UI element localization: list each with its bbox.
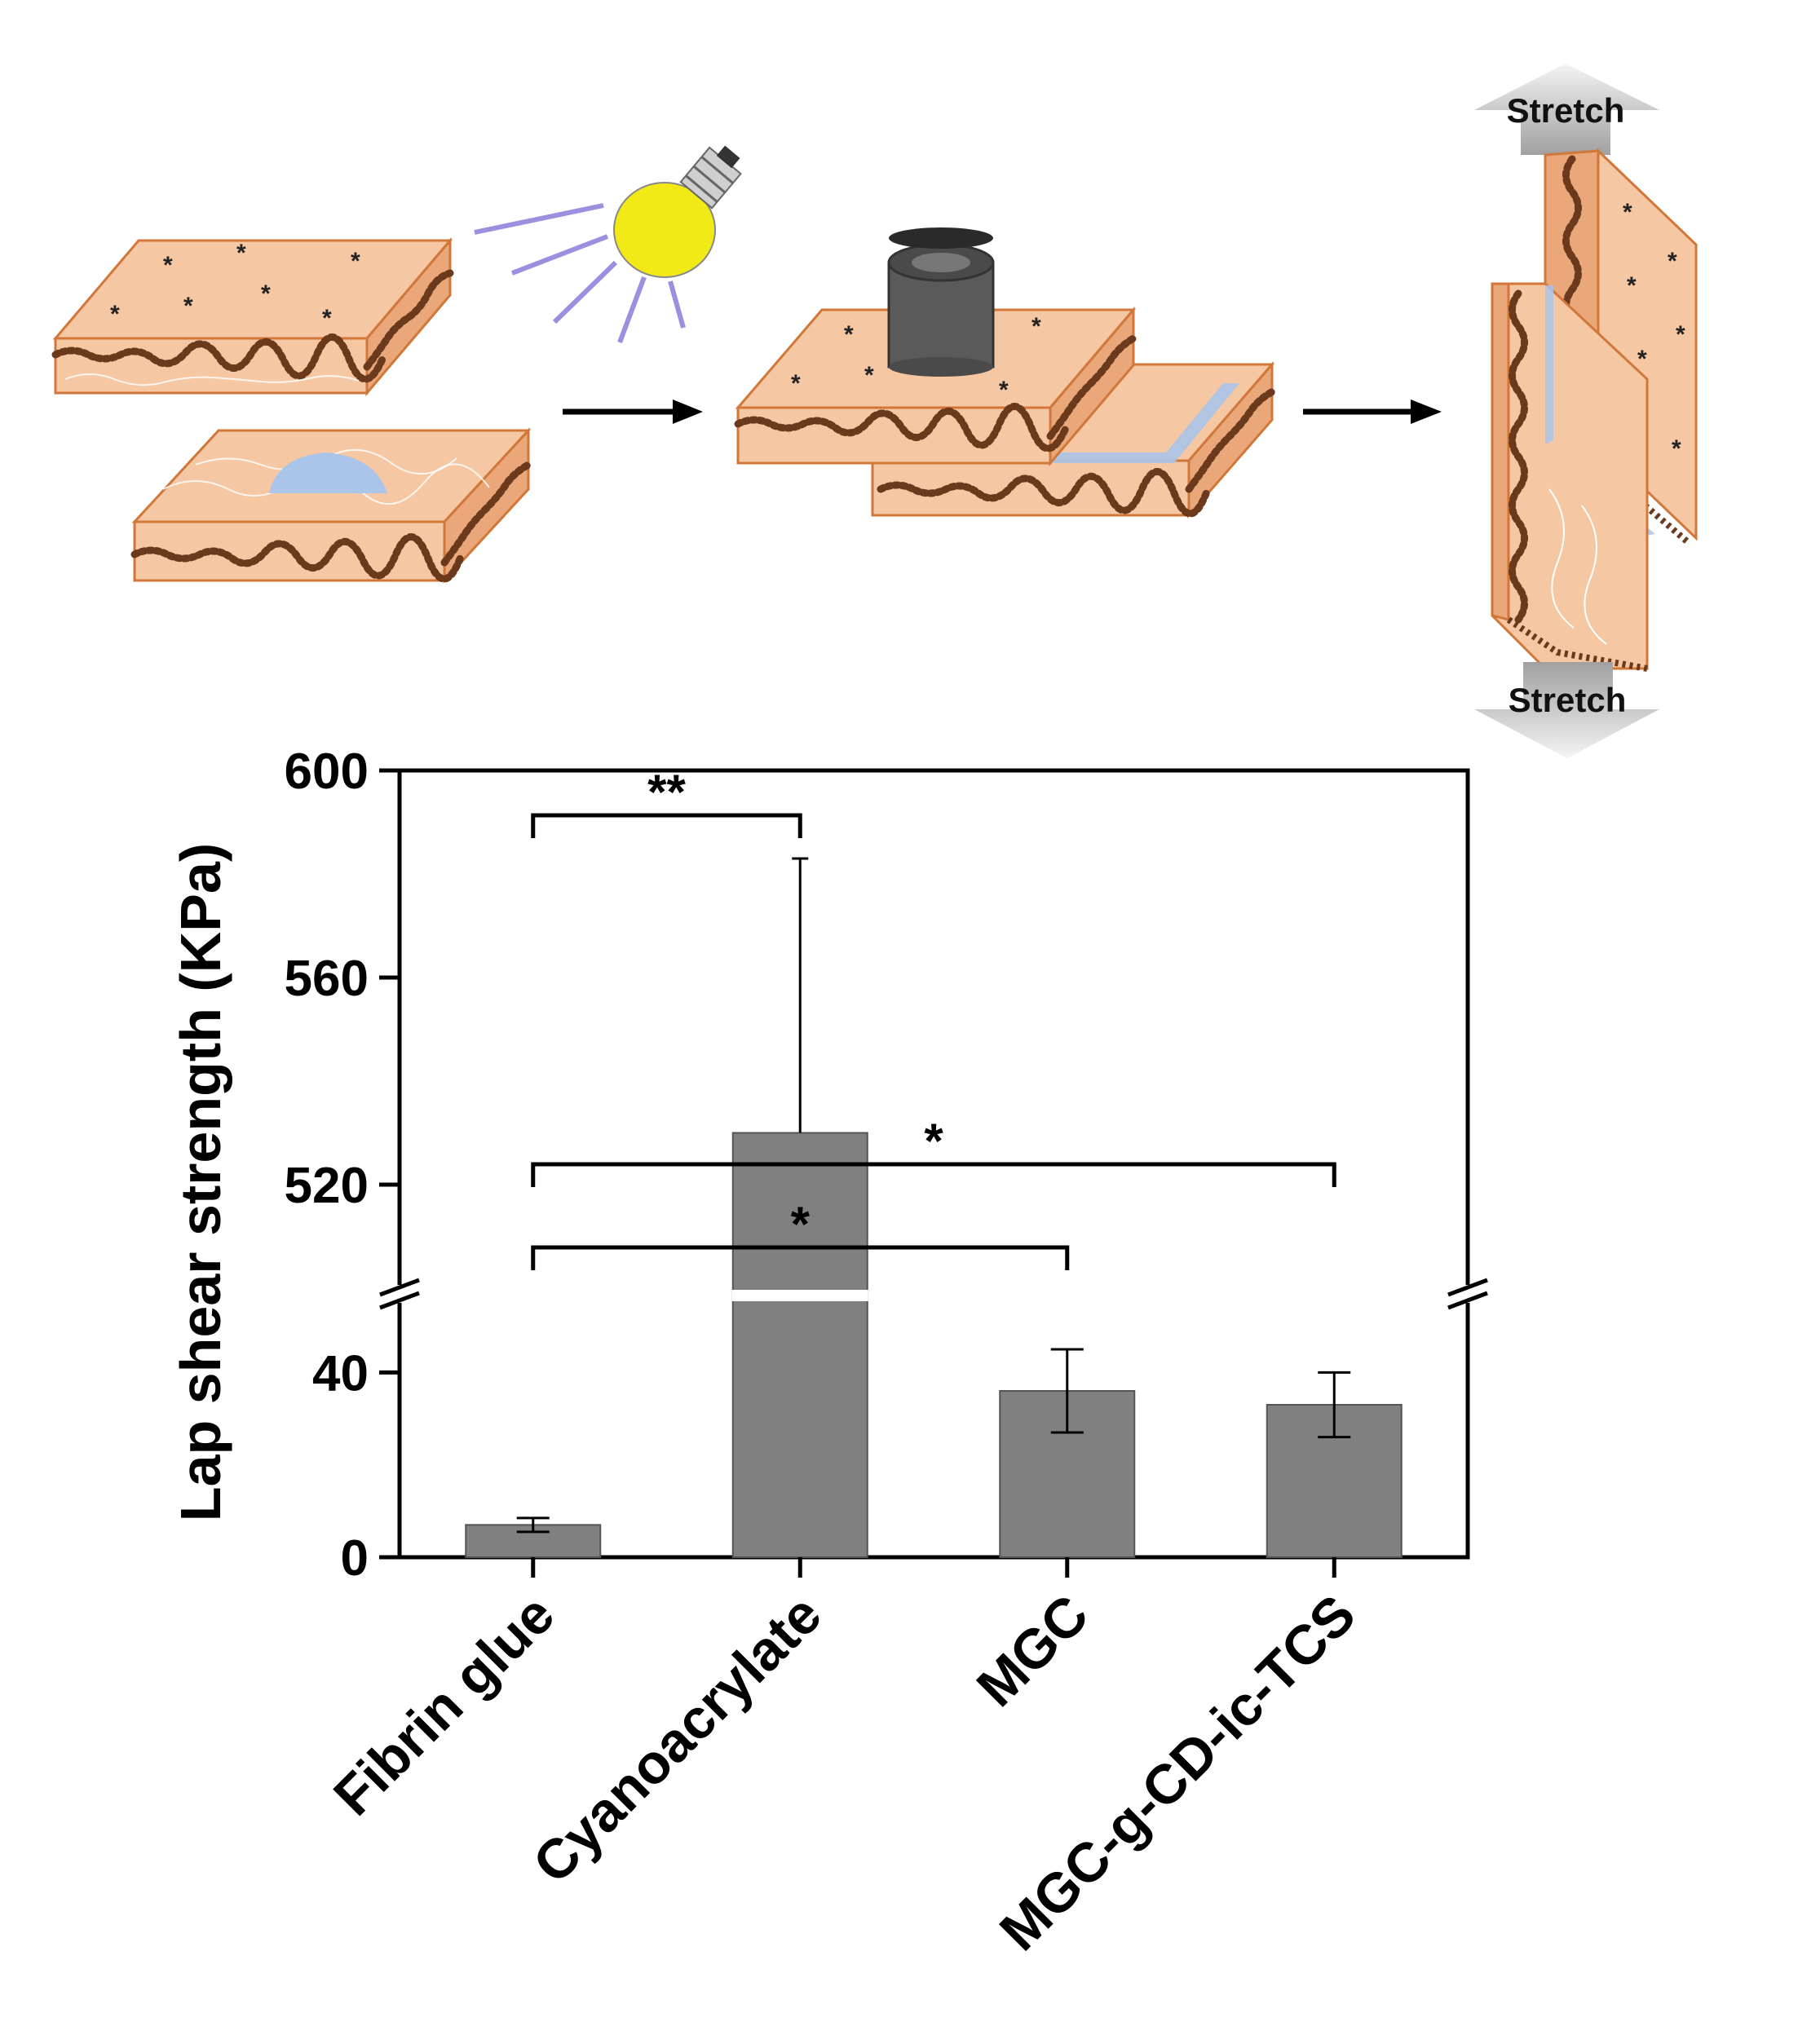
axis-break-mark bbox=[379, 1278, 420, 1297]
stretch-label-top: Stretch bbox=[1507, 91, 1625, 130]
stretch-test: Stretch *** **** Stretch bbox=[1474, 64, 1698, 758]
axis-break-mark bbox=[379, 1291, 420, 1310]
sutures-top: * * * * * * * bbox=[110, 240, 360, 332]
svg-text:*: * bbox=[1623, 199, 1632, 226]
svg-text:*: * bbox=[999, 377, 1009, 404]
svg-text:*: * bbox=[1672, 435, 1681, 462]
bars bbox=[465, 1132, 1403, 1559]
x-tick-label: MGC bbox=[965, 1583, 1100, 1719]
significance-label: * bbox=[924, 1114, 943, 1168]
error-bars bbox=[516, 857, 1351, 1534]
svg-text:*: * bbox=[163, 252, 173, 279]
svg-text:*: * bbox=[322, 305, 332, 332]
svg-text:*: * bbox=[1668, 248, 1677, 275]
y-axis-ticks: 0 40 520 560 600 bbox=[285, 744, 400, 1587]
y-axis-label: Lap shear strength (KPa) bbox=[169, 843, 232, 1521]
stretch-label-bottom: Stretch bbox=[1509, 681, 1627, 719]
svg-text:*: * bbox=[261, 280, 271, 307]
axis-break-mark bbox=[1447, 1278, 1488, 1297]
axis-breaks bbox=[379, 1278, 1488, 1310]
svg-text:*: * bbox=[1637, 346, 1647, 373]
axis-break-mark bbox=[1447, 1291, 1488, 1310]
schematic-illustration: * * * * * * * bbox=[51, 64, 1698, 758]
svg-text:*: * bbox=[1676, 321, 1685, 348]
bar bbox=[731, 1132, 868, 1558]
significance-brackets: **** bbox=[531, 765, 1336, 1270]
y-tick-label: 40 bbox=[312, 1345, 369, 1402]
plot-frame bbox=[397, 768, 1470, 1560]
y-tick-label: 560 bbox=[285, 951, 369, 1007]
stretch-arrow-down-icon: Stretch bbox=[1474, 662, 1659, 758]
bar-break-gap bbox=[731, 1290, 868, 1301]
process-arrow-2 bbox=[1303, 399, 1442, 424]
bonded-slabs: * * * * * bbox=[734, 227, 1277, 519]
svg-text:*: * bbox=[351, 248, 360, 275]
process-arrow-1 bbox=[563, 399, 703, 424]
significance-bracket bbox=[531, 813, 802, 838]
svg-text:*: * bbox=[236, 240, 246, 267]
y-tick-label: 0 bbox=[341, 1530, 369, 1587]
x-tick-label: Cyanoacrylate bbox=[521, 1583, 833, 1895]
y-tick-label: 600 bbox=[285, 744, 369, 800]
significance-label: * bbox=[791, 1197, 811, 1251]
skin-slab-bottom bbox=[130, 427, 532, 584]
skin-slab-top: * * * * * * * bbox=[51, 236, 454, 397]
svg-text:*: * bbox=[1031, 313, 1041, 340]
significance-label: ** bbox=[647, 765, 686, 819]
svg-text:*: * bbox=[110, 301, 120, 328]
significance-bracket bbox=[531, 1245, 1070, 1270]
light-bulb-icon bbox=[474, 145, 742, 344]
weight-icon bbox=[887, 227, 995, 377]
stretch-arrow-up-icon: Stretch bbox=[1474, 64, 1659, 155]
svg-text:*: * bbox=[1627, 272, 1637, 299]
x-tick-label: Fibrin glue bbox=[322, 1583, 566, 1827]
svg-text:*: * bbox=[864, 362, 874, 389]
svg-text:*: * bbox=[844, 321, 854, 348]
significance-bracket bbox=[531, 1162, 1336, 1187]
glue-drop bbox=[269, 452, 387, 493]
y-tick-label: 520 bbox=[285, 1158, 369, 1214]
svg-text:*: * bbox=[791, 370, 801, 397]
svg-text:*: * bbox=[183, 293, 193, 320]
